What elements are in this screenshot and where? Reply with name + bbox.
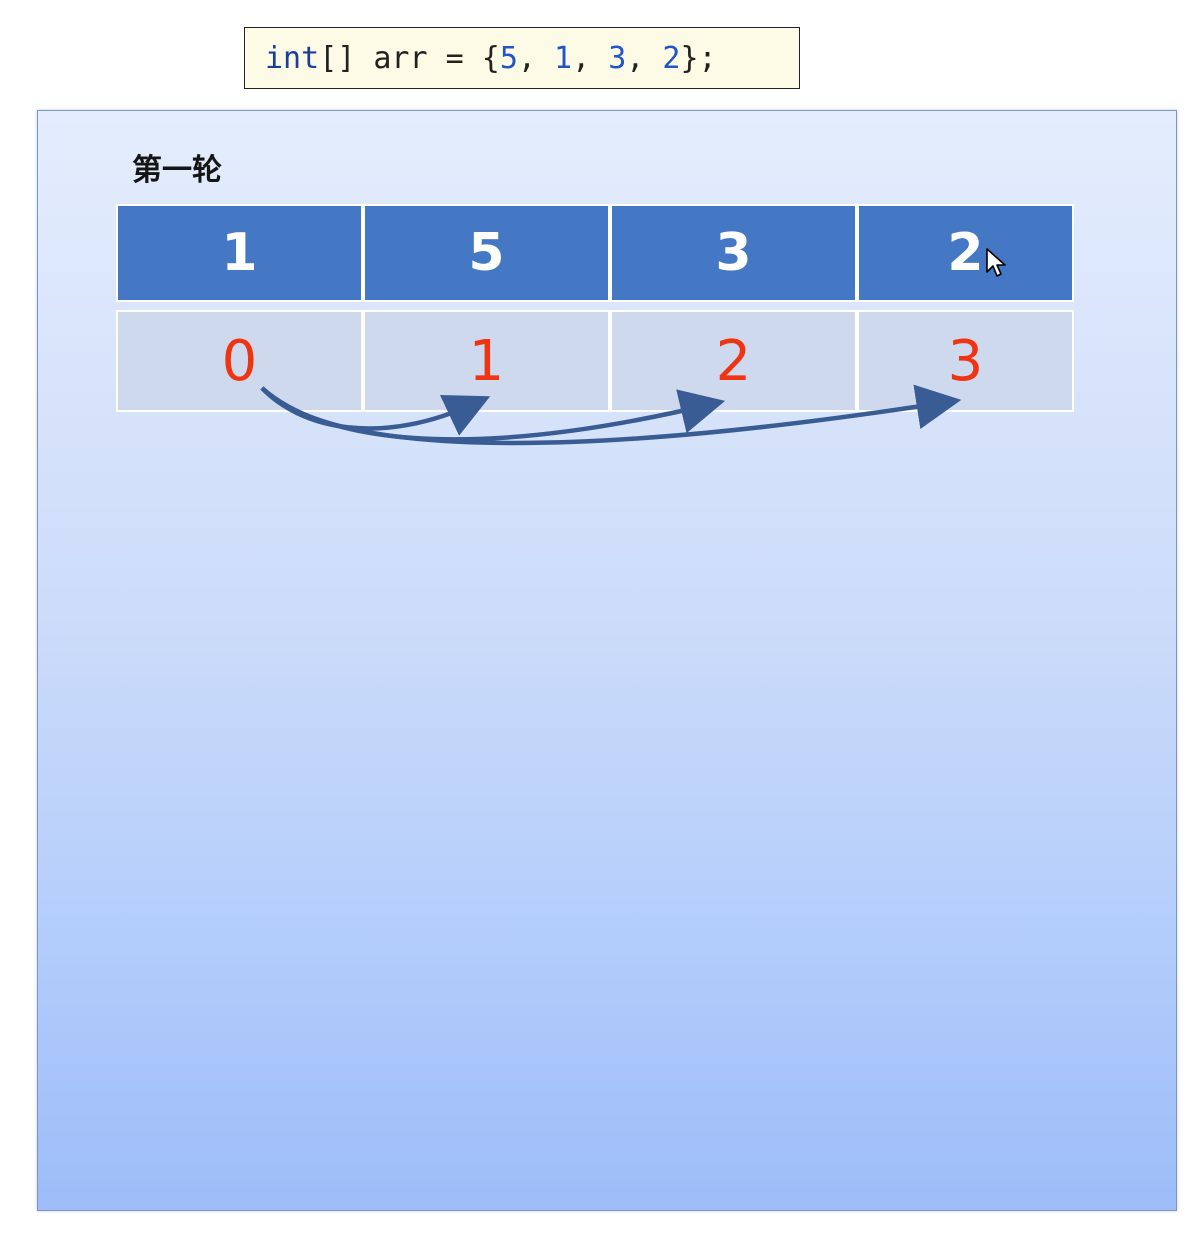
array-index-cell: 0 bbox=[116, 310, 363, 412]
code-separator: , bbox=[572, 41, 609, 76]
code-variable-name: arr bbox=[373, 41, 428, 76]
code-assign: = { bbox=[427, 41, 500, 76]
code-value: 1 bbox=[554, 41, 573, 76]
array-value-cell: 1 bbox=[116, 204, 363, 302]
array-index-cell: 3 bbox=[857, 310, 1074, 412]
array-index-cell: 1 bbox=[363, 310, 610, 412]
round-label: 第一轮 bbox=[132, 153, 222, 188]
code-end: }; bbox=[680, 41, 717, 76]
code-value: 2 bbox=[662, 41, 681, 76]
array-index-cell: 2 bbox=[610, 310, 857, 412]
array-indices-row: 0 1 2 3 bbox=[116, 310, 1074, 412]
code-value: 3 bbox=[608, 41, 627, 76]
array-value-cell: 3 bbox=[610, 204, 857, 302]
code-brackets: [] bbox=[319, 41, 374, 76]
code-keyword: int bbox=[265, 41, 320, 76]
array-value-cell: 2 bbox=[857, 204, 1074, 302]
mouse-cursor-icon bbox=[986, 248, 1006, 277]
code-value: 5 bbox=[499, 41, 518, 76]
code-separator: , bbox=[517, 41, 554, 76]
array-values-row: 1 5 3 2 bbox=[116, 204, 1074, 302]
code-snippet: int[] arr = {5, 1, 3, 2}; bbox=[244, 27, 800, 89]
array-value-cell: 5 bbox=[363, 204, 610, 302]
array-table: 1 5 3 2 0 1 2 3 bbox=[116, 204, 1074, 412]
code-separator: , bbox=[626, 41, 663, 76]
